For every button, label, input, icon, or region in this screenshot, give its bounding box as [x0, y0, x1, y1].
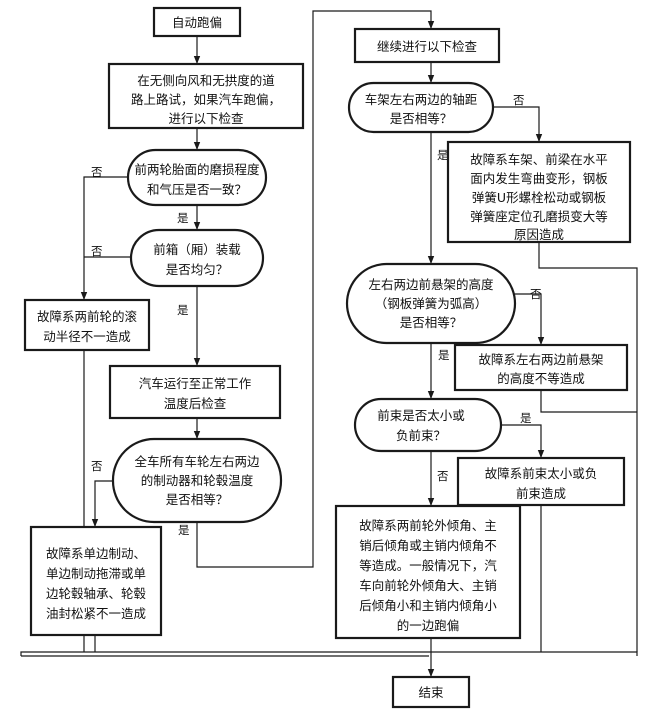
- brake-fault-line: 单边制动拖滞或单: [46, 566, 146, 581]
- branch-label-yes: 是: [438, 348, 450, 362]
- tire-wear-line: 前两轮胎面的磨损程度: [134, 162, 260, 177]
- toe-fault-line: 前束造成: [516, 486, 566, 501]
- suspension-fault-line: 故障系左右两边前悬架: [478, 352, 603, 367]
- warmup-line: 温度后检查: [164, 396, 227, 411]
- frame-fault-line: 弹簧座定位孔磨损变大等: [470, 209, 608, 224]
- rolling-radius-fault-box: 故障系两前轮的滚 动半径不一造成: [23, 298, 151, 352]
- wheelbase-line: 车架左右两边的轴距: [365, 92, 478, 107]
- brake-temp-line: 的制动器和轮毂温度: [141, 473, 254, 488]
- frame-fault-box: 故障系车架、前梁在水平 面内发生弯曲变形，钢板 弹簧U形螺栓松动或钢板 弹簧座定…: [446, 140, 632, 244]
- connector-arrow: [514, 293, 545, 345]
- frame-fault-line: 弹簧U形螺栓松动或钢板: [472, 190, 607, 205]
- toe-decision: 前束是否太小或 负前束？: [353, 397, 503, 453]
- road-test-line: 路上路试，如果汽车跑偏，: [131, 92, 281, 107]
- wheelbase-decision: 车架左右两边的轴距 是否相等？: [347, 81, 495, 134]
- branch-label-yes: 是: [177, 303, 189, 317]
- frame-fault-line: 原因造成: [514, 227, 564, 242]
- alignment-fault-line: 等造成。一般情况下，汽: [359, 558, 497, 573]
- road-test-line: 在无侧向风和无拱度的道: [137, 73, 275, 88]
- suspension-fault-box: 故障系左右两边前悬架 的高度不等造成: [453, 343, 629, 392]
- warmup-box: 汽车运行至正常工作 温度后检查: [108, 364, 282, 420]
- cargo-line: 是否均匀？: [166, 262, 229, 277]
- connector-arrow: [91, 480, 114, 527]
- wheelbase-line: 是否相等？: [390, 111, 453, 126]
- alignment-fault-line: 故障系两前轮外倾角、主: [359, 518, 497, 533]
- connector-line: [20, 651, 638, 656]
- connectors: [20, 10, 638, 677]
- frame-fault-line: 面内发生弯曲变形，钢板: [470, 171, 608, 186]
- alignment-fault-line: 的一边跑偏: [397, 618, 460, 633]
- rolling-radius-line: 动半径不一造成: [43, 329, 131, 344]
- alignment-fault-line: 后倾角小和主销内倾角小: [359, 598, 497, 613]
- end-label: 结束: [418, 685, 444, 700]
- continue-box: 继续进行以下检查: [353, 27, 501, 64]
- branch-label-no: 否: [437, 469, 449, 483]
- branch-label-yes: 是: [437, 148, 449, 162]
- brake-temp-line: 全车所有车轮左右两边: [134, 454, 260, 469]
- branch-label-no: 否: [91, 244, 103, 258]
- connector-arrow: [80, 176, 129, 300]
- tire-wear-decision: 前两轮胎面的磨损程度 和气压是否一致？: [126, 148, 268, 207]
- start-label: 自动跑偏: [172, 15, 222, 30]
- brake-temp-decision: 全车所有车轮左右两边 的制动器和轮毂温度 是否相等？: [111, 437, 283, 524]
- alignment-fault-line: 销后倾角或主销内倾角不: [359, 538, 497, 553]
- toe-line: 前束是否太小或: [377, 408, 465, 423]
- alignment-fault-box: 故障系两前轮外倾角、主 销后倾角或主销内倾角不 等造成。一般情况下，汽 车向前轮…: [334, 504, 522, 640]
- brake-temp-line: 是否相等？: [166, 492, 229, 507]
- branch-label-no: 否: [513, 93, 525, 107]
- connector-arrow: [196, 10, 435, 568]
- warmup-line: 汽车运行至正常工作: [139, 376, 252, 391]
- suspension-fault-line: 的高度不等造成: [497, 371, 585, 386]
- suspension-height-decision: 左右两边前悬架的高度 （钢板弹簧为弧高） 是否相等？: [345, 262, 517, 345]
- branch-labels: 否 是 否 是 否 是 否 是 否 是 是 否: [91, 93, 542, 537]
- cargo-decision: 前箱（厢）装载 是否均匀？: [129, 228, 265, 288]
- end-node: 结束: [391, 675, 471, 709]
- cargo-line: 前箱（厢）装载: [153, 242, 241, 257]
- brake-fault-line: 故障系单边制动、: [46, 546, 146, 561]
- suspension-height-line: （钢板弹簧为弧高）: [375, 296, 488, 311]
- start-node: 自动跑偏: [152, 6, 242, 38]
- alignment-fault-line: 车向前轮外倾角大、主销: [359, 578, 497, 593]
- branch-label-no: 否: [91, 459, 103, 473]
- road-test-line: 进行以下检查: [168, 111, 244, 126]
- road-test-box: 在无侧向风和无拱度的道 路上路试，如果汽车跑偏， 进行以下检查: [107, 62, 305, 130]
- brake-fault-line: 油封松紧不一造成: [46, 606, 146, 621]
- toe-fault-line: 故障系前束太小或负: [485, 466, 598, 481]
- branch-label-yes: 是: [178, 523, 190, 537]
- tire-wear-line: 和气压是否一致？: [147, 182, 247, 197]
- connector-line: [538, 242, 638, 652]
- brake-fault-line: 边轮毂轴承、轮毂: [46, 586, 147, 601]
- connector-arrow: [500, 424, 545, 458]
- rolling-radius-line: 故障系两前轮的滚: [37, 309, 138, 324]
- branch-label-yes: 是: [177, 211, 189, 225]
- connector-arrow: [492, 106, 543, 142]
- branch-label-yes: 是: [520, 411, 532, 425]
- suspension-height-line: 左右两边前悬架的高度: [368, 277, 494, 292]
- toe-fault-box: 故障系前束太小或负 前束造成: [456, 456, 626, 507]
- connector-line: [540, 390, 637, 413]
- brake-fault-box: 故障系单边制动、 单边制动拖滞或单 边轮毂轴承、轮毂 油封松紧不一造成: [29, 525, 163, 637]
- frame-fault-line: 故障系车架、前梁在水平: [470, 152, 608, 167]
- continue-label: 继续进行以下检查: [377, 39, 478, 54]
- toe-line: 负前束？: [396, 428, 446, 443]
- branch-label-no: 否: [91, 165, 103, 179]
- branch-label-no: 否: [530, 287, 542, 301]
- suspension-height-line: 是否相等？: [400, 315, 463, 330]
